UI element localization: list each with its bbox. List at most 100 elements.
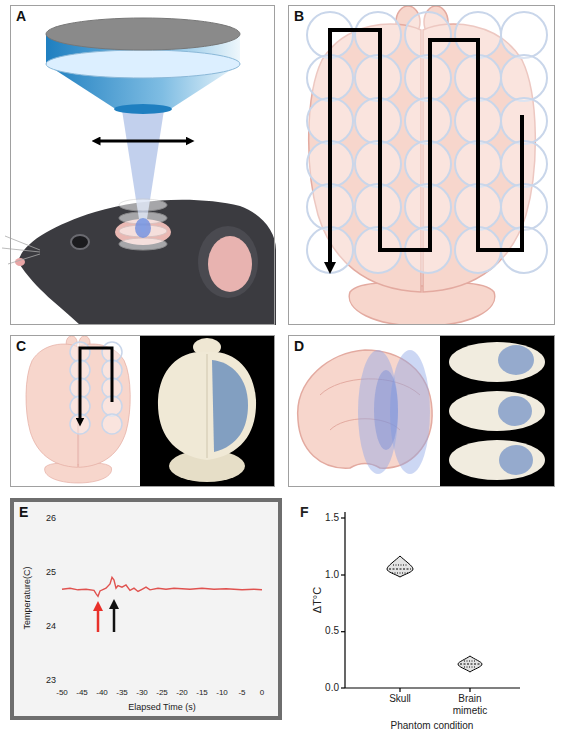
category-label: Brain mimetic bbox=[444, 693, 496, 717]
panel-box: D bbox=[288, 335, 555, 487]
brain-slice-photo bbox=[498, 345, 534, 375]
brain-photo bbox=[212, 360, 248, 452]
brain-slice-photo bbox=[440, 336, 555, 486]
tick-label: 26 bbox=[46, 513, 56, 524]
mouse-illustration bbox=[18, 200, 276, 325]
violin-plot bbox=[458, 656, 482, 672]
violin-axes bbox=[341, 512, 520, 692]
tick-label: -15 bbox=[196, 688, 208, 698]
scan-spot-grid bbox=[501, 55, 547, 101]
brain-photo bbox=[207, 354, 208, 458]
axis-title: Temperature(C) bbox=[22, 566, 33, 629]
tick-label: -50 bbox=[56, 688, 68, 698]
brain-slice-photo bbox=[499, 445, 533, 475]
raster-scan-path bbox=[330, 30, 522, 268]
cranial-window-rings bbox=[119, 238, 167, 250]
scan-direction-arrow bbox=[96, 140, 190, 143]
tick-label: -10 bbox=[216, 688, 228, 698]
mouse-illustration bbox=[208, 236, 252, 292]
violin-axes bbox=[341, 631, 345, 632]
brain-slice-photo bbox=[449, 440, 545, 480]
brain-photo bbox=[140, 336, 275, 486]
panel-letter: F bbox=[300, 504, 309, 521]
violin-axes bbox=[344, 512, 345, 688]
brain-slice-photo bbox=[440, 336, 555, 486]
tick-label: -45 bbox=[76, 688, 88, 698]
tick-label: 0.5 bbox=[325, 625, 339, 637]
mouse-illustration bbox=[198, 226, 258, 298]
brain-dorsal-view bbox=[26, 336, 130, 483]
violin-plot bbox=[387, 556, 413, 577]
tick-label: -35 bbox=[116, 688, 128, 698]
panel-box: C bbox=[10, 335, 275, 487]
mouse-illustration bbox=[71, 235, 89, 249]
violin-axes bbox=[399, 688, 400, 692]
tick-label: 0.0 bbox=[325, 682, 339, 694]
objective-lens bbox=[114, 104, 172, 114]
panel-letter: B bbox=[289, 6, 309, 26]
coronal-section bbox=[298, 350, 432, 474]
brain-dorsal-view bbox=[26, 336, 130, 483]
violin-axes bbox=[341, 517, 345, 518]
brain-slice-photo bbox=[449, 391, 545, 431]
violin-plot bbox=[464, 667, 476, 668]
tick-label: -20 bbox=[176, 688, 188, 698]
cranial-window-rings bbox=[119, 199, 167, 250]
tick-label: -5 bbox=[238, 688, 245, 698]
tick-label: 0 bbox=[260, 688, 264, 698]
tick-label: -25 bbox=[156, 688, 168, 698]
violin-plot bbox=[389, 569, 411, 570]
event-arrow bbox=[113, 604, 116, 632]
violin-axes bbox=[341, 574, 345, 575]
violin-axes bbox=[469, 688, 470, 692]
panel-letter: C bbox=[11, 336, 31, 356]
objective-lens bbox=[46, 18, 240, 50]
tick-label: -40 bbox=[96, 688, 108, 698]
raster-scan-path bbox=[80, 348, 112, 422]
scan-spot-grid bbox=[70, 342, 122, 434]
cranial-window-rings bbox=[119, 199, 167, 211]
violin-plot bbox=[393, 565, 407, 566]
temperature-trace bbox=[62, 577, 262, 596]
objective-lens bbox=[46, 50, 240, 78]
panel-box: A bbox=[10, 5, 275, 325]
scan-spot-grid bbox=[501, 12, 547, 58]
tick-label: 24 bbox=[46, 621, 56, 632]
mouse-illustration bbox=[2, 200, 276, 325]
violin-plot bbox=[460, 664, 480, 665]
tick-label: 23 bbox=[46, 675, 56, 686]
violin-plot bbox=[464, 661, 476, 662]
tick-label: 25 bbox=[46, 567, 56, 578]
brain-photo bbox=[140, 336, 275, 486]
tick-label: 1.0 bbox=[325, 569, 339, 581]
mouse-illustration bbox=[8, 254, 40, 264]
coronal-section bbox=[374, 370, 398, 450]
violin-plot bbox=[392, 573, 408, 574]
axis-title: Elapsed Time (s) bbox=[128, 702, 196, 713]
tick-label: -30 bbox=[136, 688, 148, 698]
scan-spot-grid bbox=[307, 12, 547, 273]
panel-letter: D bbox=[289, 336, 309, 356]
category-label: Skull bbox=[389, 693, 411, 705]
objective-lens bbox=[46, 18, 240, 232]
mouse-illustration bbox=[2, 248, 40, 252]
event-arrow bbox=[97, 606, 100, 632]
tick-label: 1.5 bbox=[325, 512, 339, 524]
violin-axes bbox=[345, 687, 520, 688]
panel-letter: A bbox=[11, 6, 31, 26]
brain-slice-photo bbox=[498, 396, 532, 426]
plot-background bbox=[10, 498, 282, 720]
violin-plot bbox=[387, 556, 482, 672]
scan-spot-grid bbox=[102, 414, 122, 434]
coronal-section bbox=[358, 350, 398, 474]
brain-photo bbox=[158, 352, 256, 460]
axis-title: Phantom condition bbox=[391, 720, 474, 732]
violin-axes bbox=[341, 687, 345, 688]
panel-letter: E bbox=[14, 502, 33, 522]
panel-box: B bbox=[288, 5, 555, 325]
axis-title: ΔT°C bbox=[311, 587, 324, 613]
temperature-trace bbox=[62, 577, 262, 596]
cranial-window-rings bbox=[135, 218, 151, 238]
panel-box: E bbox=[10, 498, 282, 720]
